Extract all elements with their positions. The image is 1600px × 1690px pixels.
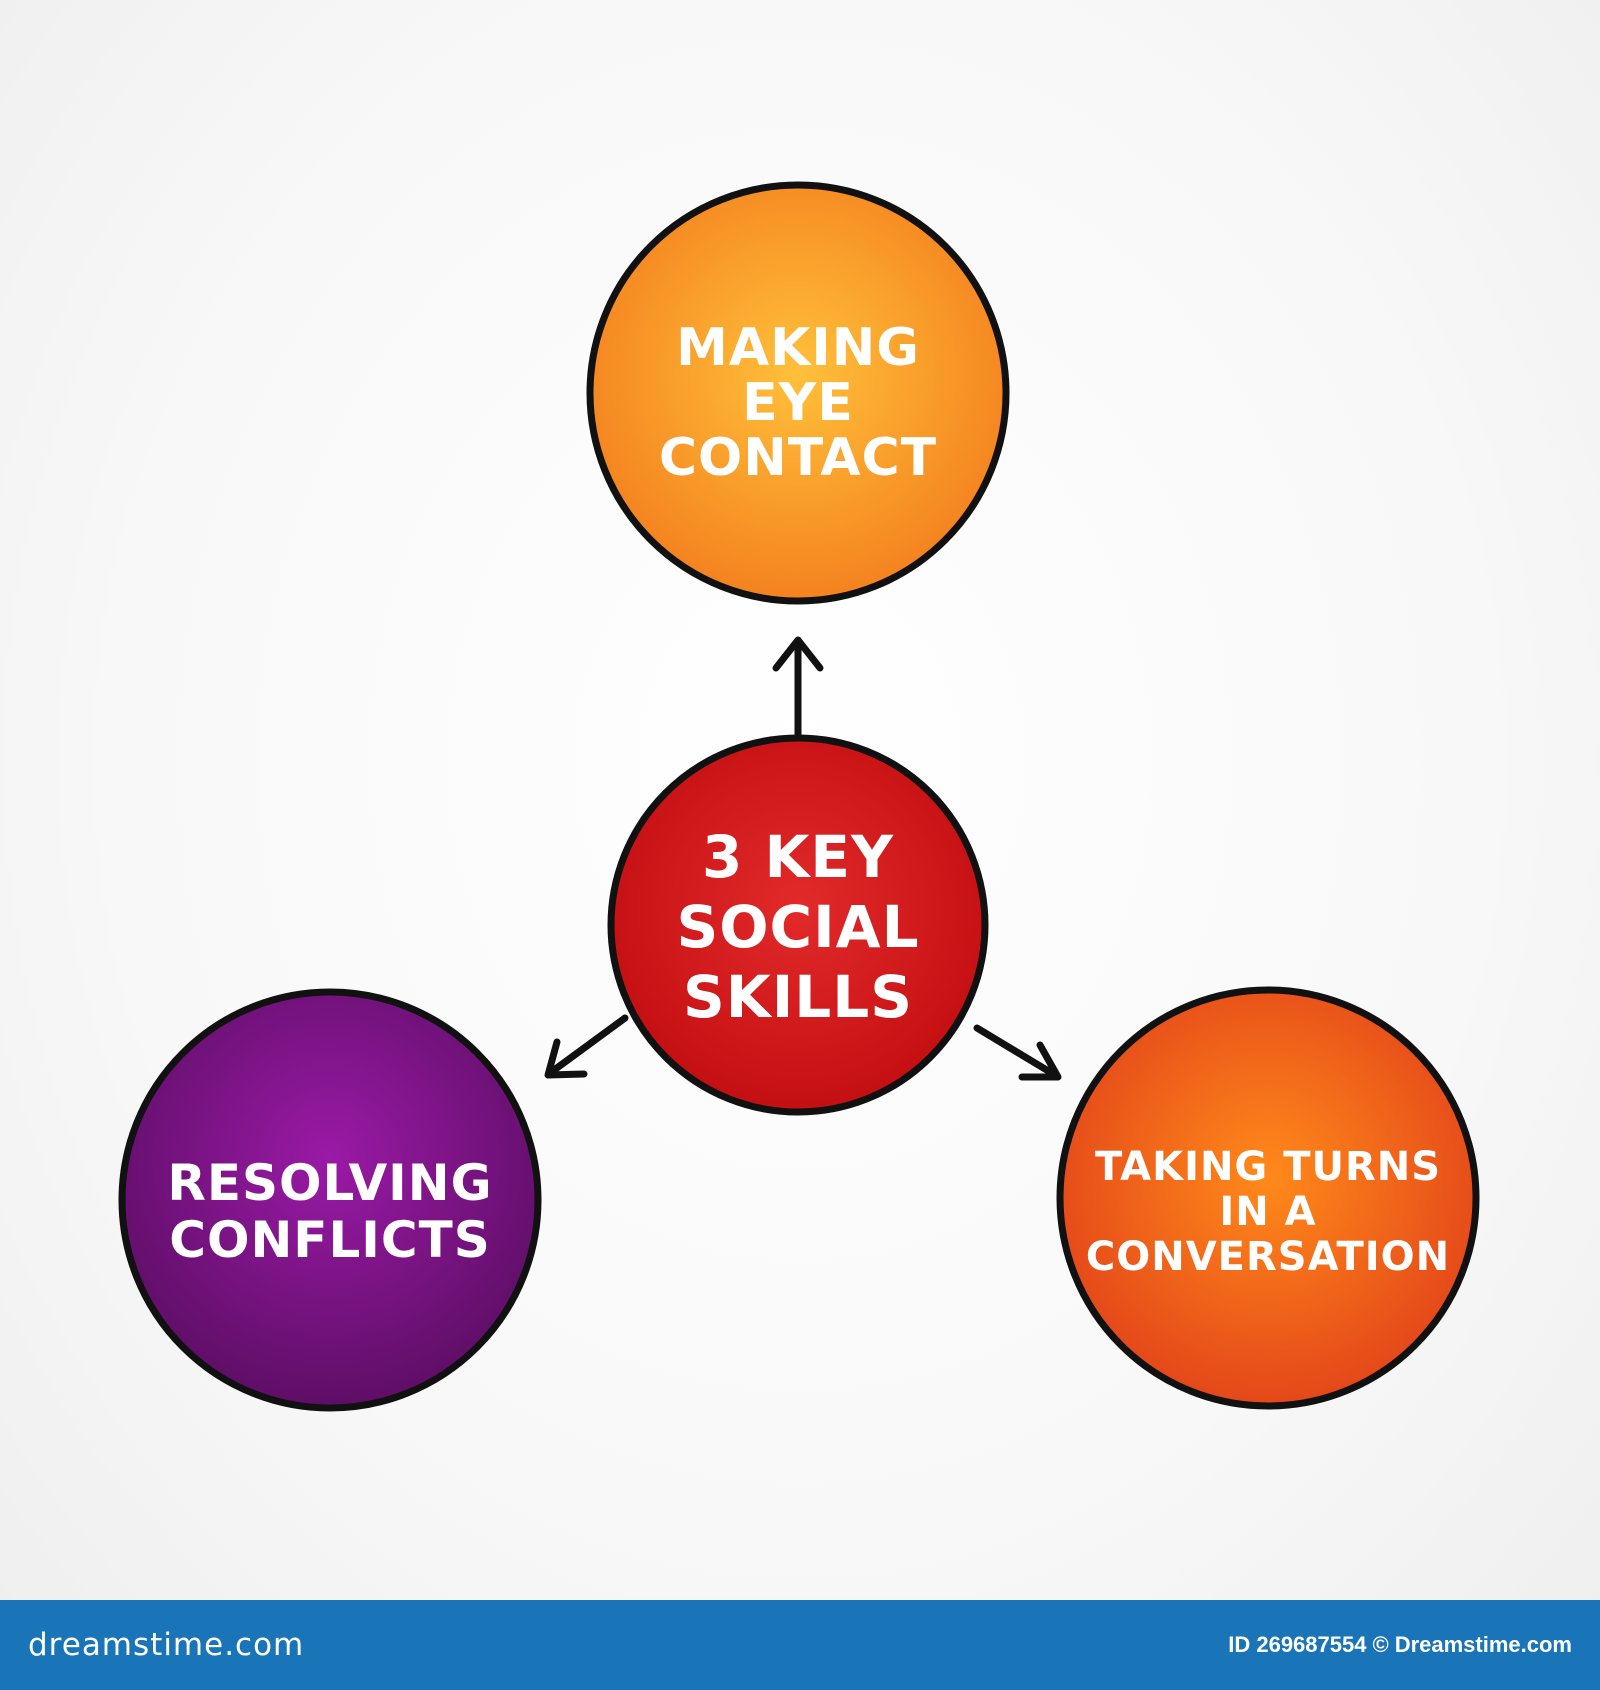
- center-line-1: 3 KEY: [702, 823, 894, 891]
- footer-image-id: ID 269687554 © Dreamstime.com: [1228, 1632, 1572, 1658]
- node-left-line-1: RESOLVING: [167, 1154, 492, 1212]
- footer-id-text: ID 269687554: [1228, 1632, 1367, 1657]
- node-center-3-key-social-skills: 3 KEY SOCIAL SKILLS: [607, 734, 989, 1116]
- watermark-footer-bar: dreamstime.com ID 269687554 © Dreamstime…: [0, 1600, 1600, 1690]
- footer-logo-text: dreamstime.com: [28, 1627, 305, 1663]
- arrow-to-top: [772, 636, 824, 739]
- mind-map-diagram: MAKING EYE CONTACT 3 KEY SOCIAL SKILLS R…: [118, 181, 1480, 1412]
- node-right-line-2: IN A: [1219, 1189, 1316, 1235]
- arrow-to-right: [973, 1024, 1062, 1081]
- node-right-line-1: TAKING TURNS: [1095, 1144, 1441, 1190]
- node-top-line-1: MAKING: [676, 318, 920, 378]
- node-right-line-3: CONVERSATION: [1086, 1234, 1450, 1280]
- footer-site-text: Dreamstime.com: [1394, 1632, 1572, 1657]
- node-taking-turns-in-a-conversation: TAKING TURNS IN A CONVERSATION: [1056, 986, 1480, 1410]
- copyright-icon: ©: [1372, 1632, 1389, 1657]
- node-making-eye-contact: MAKING EYE CONTACT: [586, 181, 1010, 605]
- node-resolving-conflicts: RESOLVING CONFLICTS: [118, 988, 542, 1412]
- node-left-line-2: CONFLICTS: [169, 1211, 490, 1269]
- node-top-line-2: EYE: [742, 373, 854, 433]
- center-line-2: SOCIAL: [676, 893, 919, 961]
- arrow-to-left: [544, 1014, 629, 1079]
- node-top-line-3: CONTACT: [659, 428, 937, 488]
- center-line-3: SKILLS: [683, 963, 913, 1031]
